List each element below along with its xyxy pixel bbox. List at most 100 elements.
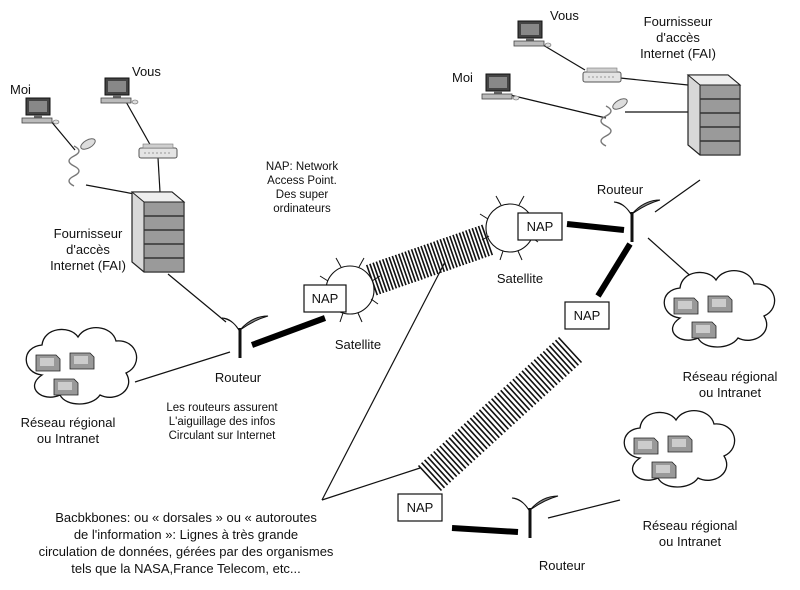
backbone-hatch-stroke — [436, 240, 449, 271]
backbone-hatch-stroke — [521, 370, 546, 397]
label-fai-line1: Fournisseur — [644, 14, 713, 29]
nap-box: NAP — [397, 493, 443, 522]
backbone-hatch-stroke — [378, 260, 391, 291]
router-note-line3: Circulant sur Internet — [169, 430, 277, 442]
label-vous: Vous — [550, 8, 579, 23]
backbone-hatch-stroke — [542, 350, 567, 378]
backbone-hatch-stroke — [410, 249, 423, 280]
modem-icon — [582, 67, 622, 83]
backbone-hatch-stroke — [472, 414, 497, 442]
backbone-hatch-stroke — [421, 462, 446, 489]
backbone-hatch-stroke — [391, 255, 404, 287]
cable-phone-fai — [85, 184, 141, 196]
backbone-hatch-stroke — [445, 439, 470, 467]
backbone-hatch-stroke — [401, 252, 414, 284]
phone-icon — [68, 135, 98, 187]
label-routeur: Routeur — [539, 558, 586, 573]
backbone-hatch-stroke — [439, 239, 452, 270]
backbone-hatch-stroke — [427, 456, 452, 483]
link-router-left-network — [134, 351, 231, 383]
backbone-hatch-stroke — [487, 400, 513, 428]
cable-vous-modem — [124, 99, 153, 149]
label-routeur: Routeur — [597, 182, 644, 197]
network-cloud-icon — [663, 269, 776, 348]
backbone-hatch-stroke — [518, 373, 543, 400]
backbone-hatch-stroke — [460, 425, 485, 453]
pointer-backbone-1 — [321, 261, 446, 501]
label-fai-line2: d'accès — [66, 242, 110, 257]
backbone-hatch-stroke — [500, 389, 525, 416]
backbone-hatch-stroke — [429, 242, 442, 274]
backbone-hatch-stroke — [509, 381, 534, 408]
link-router3-network — [547, 499, 621, 519]
backbone-hatch-stroke — [554, 339, 579, 366]
backbone-hatch-stroke — [404, 251, 417, 283]
backbone-hatch-stroke — [503, 386, 528, 414]
backbone-hatch-stroke — [477, 225, 490, 257]
link-nap-router2 — [566, 221, 625, 233]
label-reseau-line1: Réseau régional — [683, 369, 778, 384]
nap-label: NAP — [527, 219, 554, 234]
backbone-hatch-stroke — [475, 412, 500, 439]
backbone-hatch-stroke — [494, 395, 519, 422]
label-reseau-line1: Réseau régional — [643, 518, 738, 533]
network-cloud-icon — [623, 409, 736, 488]
phone-icon — [600, 95, 630, 147]
backbone-hatch-stroke — [439, 445, 464, 472]
backbone-hatch-stroke — [452, 234, 465, 266]
computer-icon — [100, 77, 139, 105]
link-fai-router-left — [167, 273, 227, 323]
label-moi: Moi — [10, 82, 31, 97]
label-routeur: Routeur — [215, 370, 262, 385]
backbone-hatch-stroke — [469, 417, 494, 444]
router-note-line2: L'aiguillage des infos — [169, 416, 276, 428]
computer-icon — [21, 97, 60, 125]
backbone-note-line2: de l'information »: Lignes à très grande — [74, 527, 298, 542]
backbone-hatch-stroke — [551, 342, 576, 369]
backbone-hatch-stroke — [478, 409, 503, 436]
label-moi: Moi — [452, 70, 473, 85]
link-nap4-router3 — [451, 525, 519, 535]
label-reseau-line2: ou Intranet — [699, 385, 762, 400]
backbone-hatch-stroke — [512, 378, 537, 405]
backbone-note-line1: Bacbkbones: ou « dorsales » ou « autorou… — [55, 510, 317, 525]
backbone-hatch-stroke — [375, 261, 388, 293]
backbone-hatch-stroke — [524, 367, 549, 394]
router-icon — [612, 198, 662, 244]
backbone-hatch-stroke — [451, 434, 476, 461]
backbone-hatch-stroke — [465, 230, 478, 261]
backbone-hatch-stroke — [491, 398, 516, 425]
nap-box: NAP — [564, 301, 610, 330]
backbone-hatch-stroke — [420, 245, 433, 277]
label-reseau-line2: ou Intranet — [659, 534, 722, 549]
nap-note-line3: Des super — [276, 189, 329, 201]
cable-moi2-phone — [509, 94, 607, 119]
backbone-hatch-stroke — [426, 243, 439, 275]
backbone-hatch-stroke — [506, 384, 531, 411]
backbone-hatch-stroke — [423, 244, 436, 276]
backbone-hatch-stroke — [388, 256, 401, 288]
server-icon — [131, 191, 185, 273]
backbone-note-line4: tels que la NASA,France Telecom, etc... — [71, 561, 301, 576]
backbone-hatch-stroke — [448, 437, 473, 464]
backbone-note-line3: circulation de données, gérées par des o… — [39, 544, 334, 559]
satellite-label: Satellite — [497, 271, 543, 286]
backbone-hatch-stroke — [436, 448, 461, 475]
server-icon — [687, 74, 741, 156]
backbone-hatch-stroke — [539, 353, 564, 380]
link-router2-nap3 — [595, 242, 633, 298]
backbone-hatch-stroke — [557, 336, 583, 364]
backbone-hatch-stroke — [397, 253, 410, 285]
satellite-label: Satellite — [335, 337, 381, 352]
label-reseau-line1: Réseau régional — [21, 415, 116, 430]
backbone-hatch-stroke — [442, 442, 467, 469]
backbone-hatch-stroke — [407, 250, 420, 281]
link-fai2-router — [654, 179, 701, 213]
backbone-hatch-stroke — [430, 453, 455, 480]
backbone-hatch-stroke — [454, 431, 479, 458]
backbone-hatch-stroke — [530, 361, 555, 389]
backbone-hatch-stroke — [548, 345, 573, 372]
backbone-lower — [417, 336, 583, 492]
backbone-hatch-stroke — [413, 247, 426, 279]
